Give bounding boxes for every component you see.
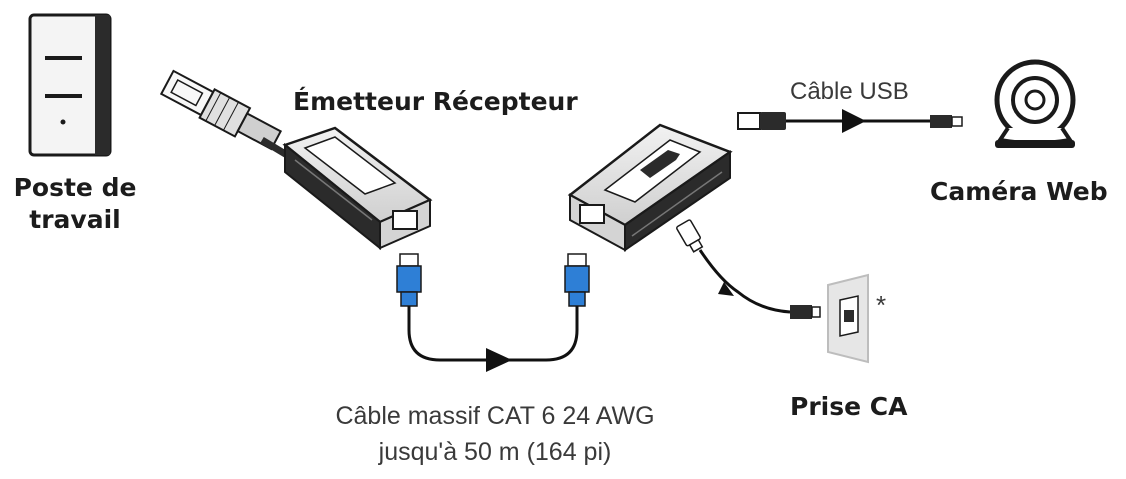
cat6-cable-label: Câble massif CAT 6 24 AWG jusqu'à 50 m (…	[300, 398, 690, 470]
cat6-cable	[407, 329, 579, 372]
rj45-right-connector	[564, 253, 590, 330]
computer-tower-icon	[28, 13, 112, 157]
rj45-left-connector	[396, 253, 422, 330]
usb-cable	[737, 109, 963, 133]
receiver-device	[567, 123, 733, 252]
workstation-label-line1: Poste de	[13, 173, 137, 202]
usb-plug-transmitter	[159, 69, 294, 162]
asterisk-note-marker: *	[876, 290, 887, 320]
webcam-label: Caméra Web	[930, 177, 1108, 206]
wall-outlet-icon	[827, 273, 869, 364]
cat6-cable-label-line1: Câble massif CAT 6 24 AWG	[335, 402, 655, 430]
ac-outlet-label: Prise CA	[790, 392, 908, 421]
usb-cable-label: Câble USB	[790, 78, 909, 105]
workstation-label: Poste de travail	[10, 172, 140, 236]
power-cable	[676, 219, 821, 319]
workstation-label-line2: travail	[29, 205, 121, 234]
cat6-cable-label-line2: jusqu'à 50 m (164 pi)	[378, 438, 612, 466]
webcam-icon	[994, 59, 1076, 148]
transmitter-device	[282, 126, 433, 251]
transmitter-receiver-label: Émetteur Récepteur	[293, 87, 578, 116]
